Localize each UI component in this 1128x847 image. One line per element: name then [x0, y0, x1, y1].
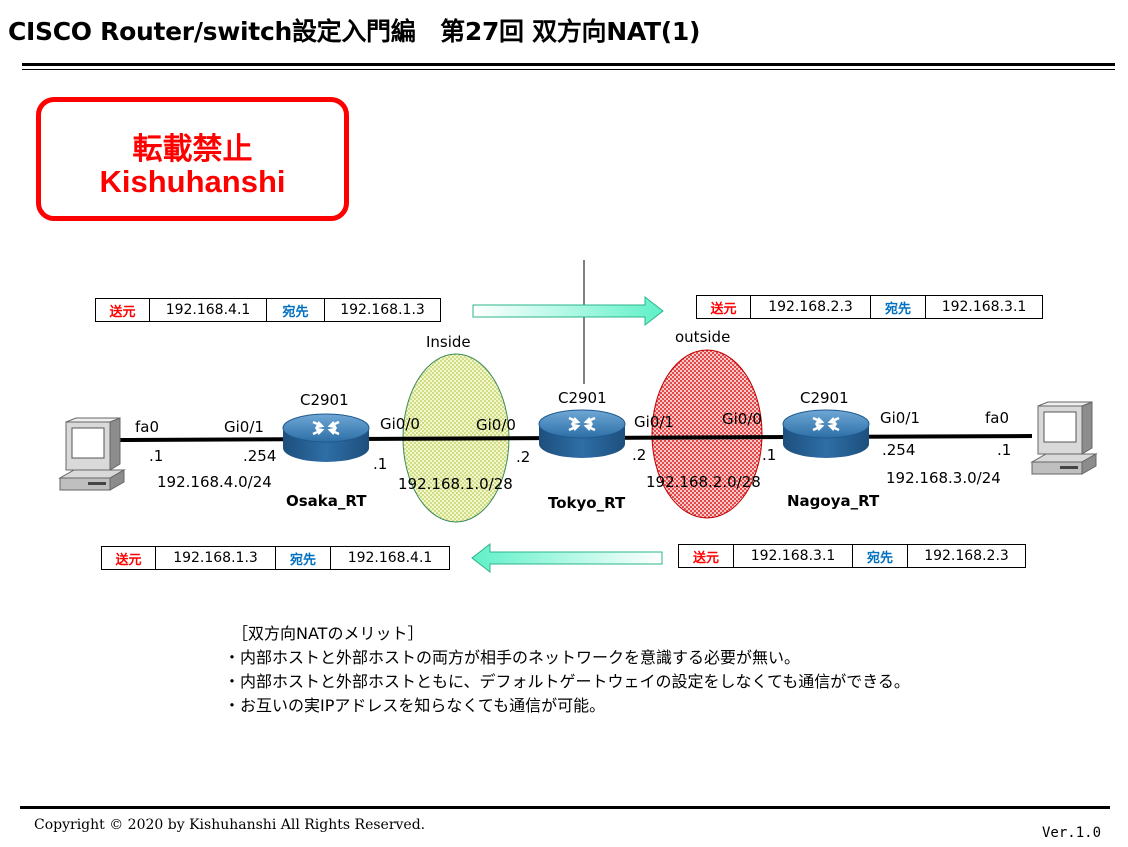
outside-zone-label: outside [675, 328, 731, 346]
no-reprint-stamp: 転載禁止 Kishuhanshi [36, 97, 349, 221]
dst-address: 192.168.1.3 [324, 298, 441, 322]
version-text: Ver.1.0 [1042, 825, 1102, 841]
left-pc-host: .1 [149, 447, 164, 465]
src-label: 送元 [95, 298, 150, 322]
dst-label: 宛先 [852, 544, 908, 568]
stamp-line2: Kishuhanshi [99, 164, 286, 199]
osaka-left-host: .254 [243, 447, 277, 465]
dst-address: 192.168.4.1 [330, 546, 450, 570]
packet-box-top-left: 送元 192.168.4.1 宛先 192.168.1.3 [95, 298, 441, 322]
osaka-right-interface: Gi0/0 [380, 415, 420, 433]
src-address: 192.168.1.3 [155, 546, 276, 570]
footer-rule [20, 806, 1110, 809]
arrow-right-icon [472, 295, 664, 327]
right-pc-interface: fa0 [985, 409, 1010, 427]
tokyo-right-interface: Gi0/1 [634, 413, 674, 431]
packet-box-top-right: 送元 192.168.2.3 宛先 192.168.3.1 [696, 295, 1043, 319]
outside-network: 192.168.2.0/28 [646, 473, 761, 491]
src-label: 送元 [696, 295, 751, 319]
dst-address: 192.168.3.1 [925, 295, 1043, 319]
tokyo-left-host: .2 [516, 448, 531, 466]
src-address: 192.168.3.1 [733, 544, 853, 568]
dst-label: 宛先 [266, 298, 325, 322]
osaka-left-interface: Gi0/1 [224, 418, 264, 436]
right-network: 192.168.3.0/24 [886, 469, 1001, 487]
dst-label: 宛先 [275, 546, 331, 570]
outside-zone-ellipse [651, 349, 763, 519]
tokyo-model-label: C2901 [558, 389, 607, 407]
left-network: 192.168.4.0/24 [157, 473, 272, 491]
nagoya-router-name: Nagoya_RT [787, 492, 880, 510]
dst-address: 192.168.2.3 [907, 544, 1026, 568]
page-title: CISCO Router/switch設定入門編 第27回 双方向NAT(1) [8, 17, 701, 46]
src-address: 192.168.4.1 [149, 298, 267, 322]
nagoya-left-interface: Gi0/0 [722, 410, 762, 428]
dst-label: 宛先 [870, 295, 926, 319]
packet-box-bottom-left: 送元 192.168.1.3 宛先 192.168.4.1 [101, 546, 450, 570]
notes-item: ・内部ホストと外部ホストともに、デフォルトゲートウェイの設定をしなくても通信がで… [224, 672, 910, 691]
inside-zone-label: Inside [426, 333, 471, 351]
osaka-router-name: Osaka_RT [286, 492, 367, 510]
nagoya-router-icon [781, 408, 871, 460]
notes-item: ・内部ホストと外部ホストの両方が相手のネットワークを意識する必要が無い。 [224, 648, 801, 667]
title-rule-thick [22, 63, 1115, 66]
left-pc-interface: fa0 [135, 418, 160, 436]
packet-box-bottom-right: 送元 192.168.3.1 宛先 192.168.2.3 [678, 544, 1026, 568]
osaka-router-icon [281, 412, 371, 464]
title-rule-thin [22, 69, 1115, 70]
osaka-right-host: .1 [373, 455, 388, 473]
stamp-line1: 転載禁止 [132, 133, 253, 166]
arrow-left-icon [471, 542, 663, 574]
right-pc-icon [1031, 401, 1097, 475]
tokyo-right-host: .2 [632, 446, 647, 464]
notes-item: ・お互いの実IPアドレスを知らなくても通信が可能。 [224, 696, 606, 715]
tokyo-left-interface: Gi0/0 [476, 416, 516, 434]
nagoya-right-interface: Gi0/1 [880, 409, 920, 427]
nat-merits-notes: ［双方向NATのメリット］ ・内部ホストと外部ホストの両方が相手のネットワークを… [224, 622, 910, 718]
right-pc-host: .1 [997, 441, 1012, 459]
notes-heading: ［双方向NATのメリット］ [232, 624, 424, 643]
src-label: 送元 [678, 544, 734, 568]
nagoya-right-host: .254 [882, 441, 916, 459]
nagoya-left-host: .1 [762, 446, 777, 464]
tokyo-router-name: Tokyo_RT [548, 494, 626, 512]
src-label: 送元 [101, 546, 156, 570]
osaka-model-label: C2901 [300, 391, 349, 409]
tokyo-router-icon [537, 408, 627, 460]
copyright-text: Copyright © 2020 by Kishuhanshi All Righ… [34, 817, 426, 833]
src-address: 192.168.2.3 [750, 295, 871, 319]
left-pc-icon [59, 417, 125, 491]
nagoya-model-label: C2901 [800, 389, 849, 407]
inside-network: 192.168.1.0/28 [398, 475, 513, 493]
